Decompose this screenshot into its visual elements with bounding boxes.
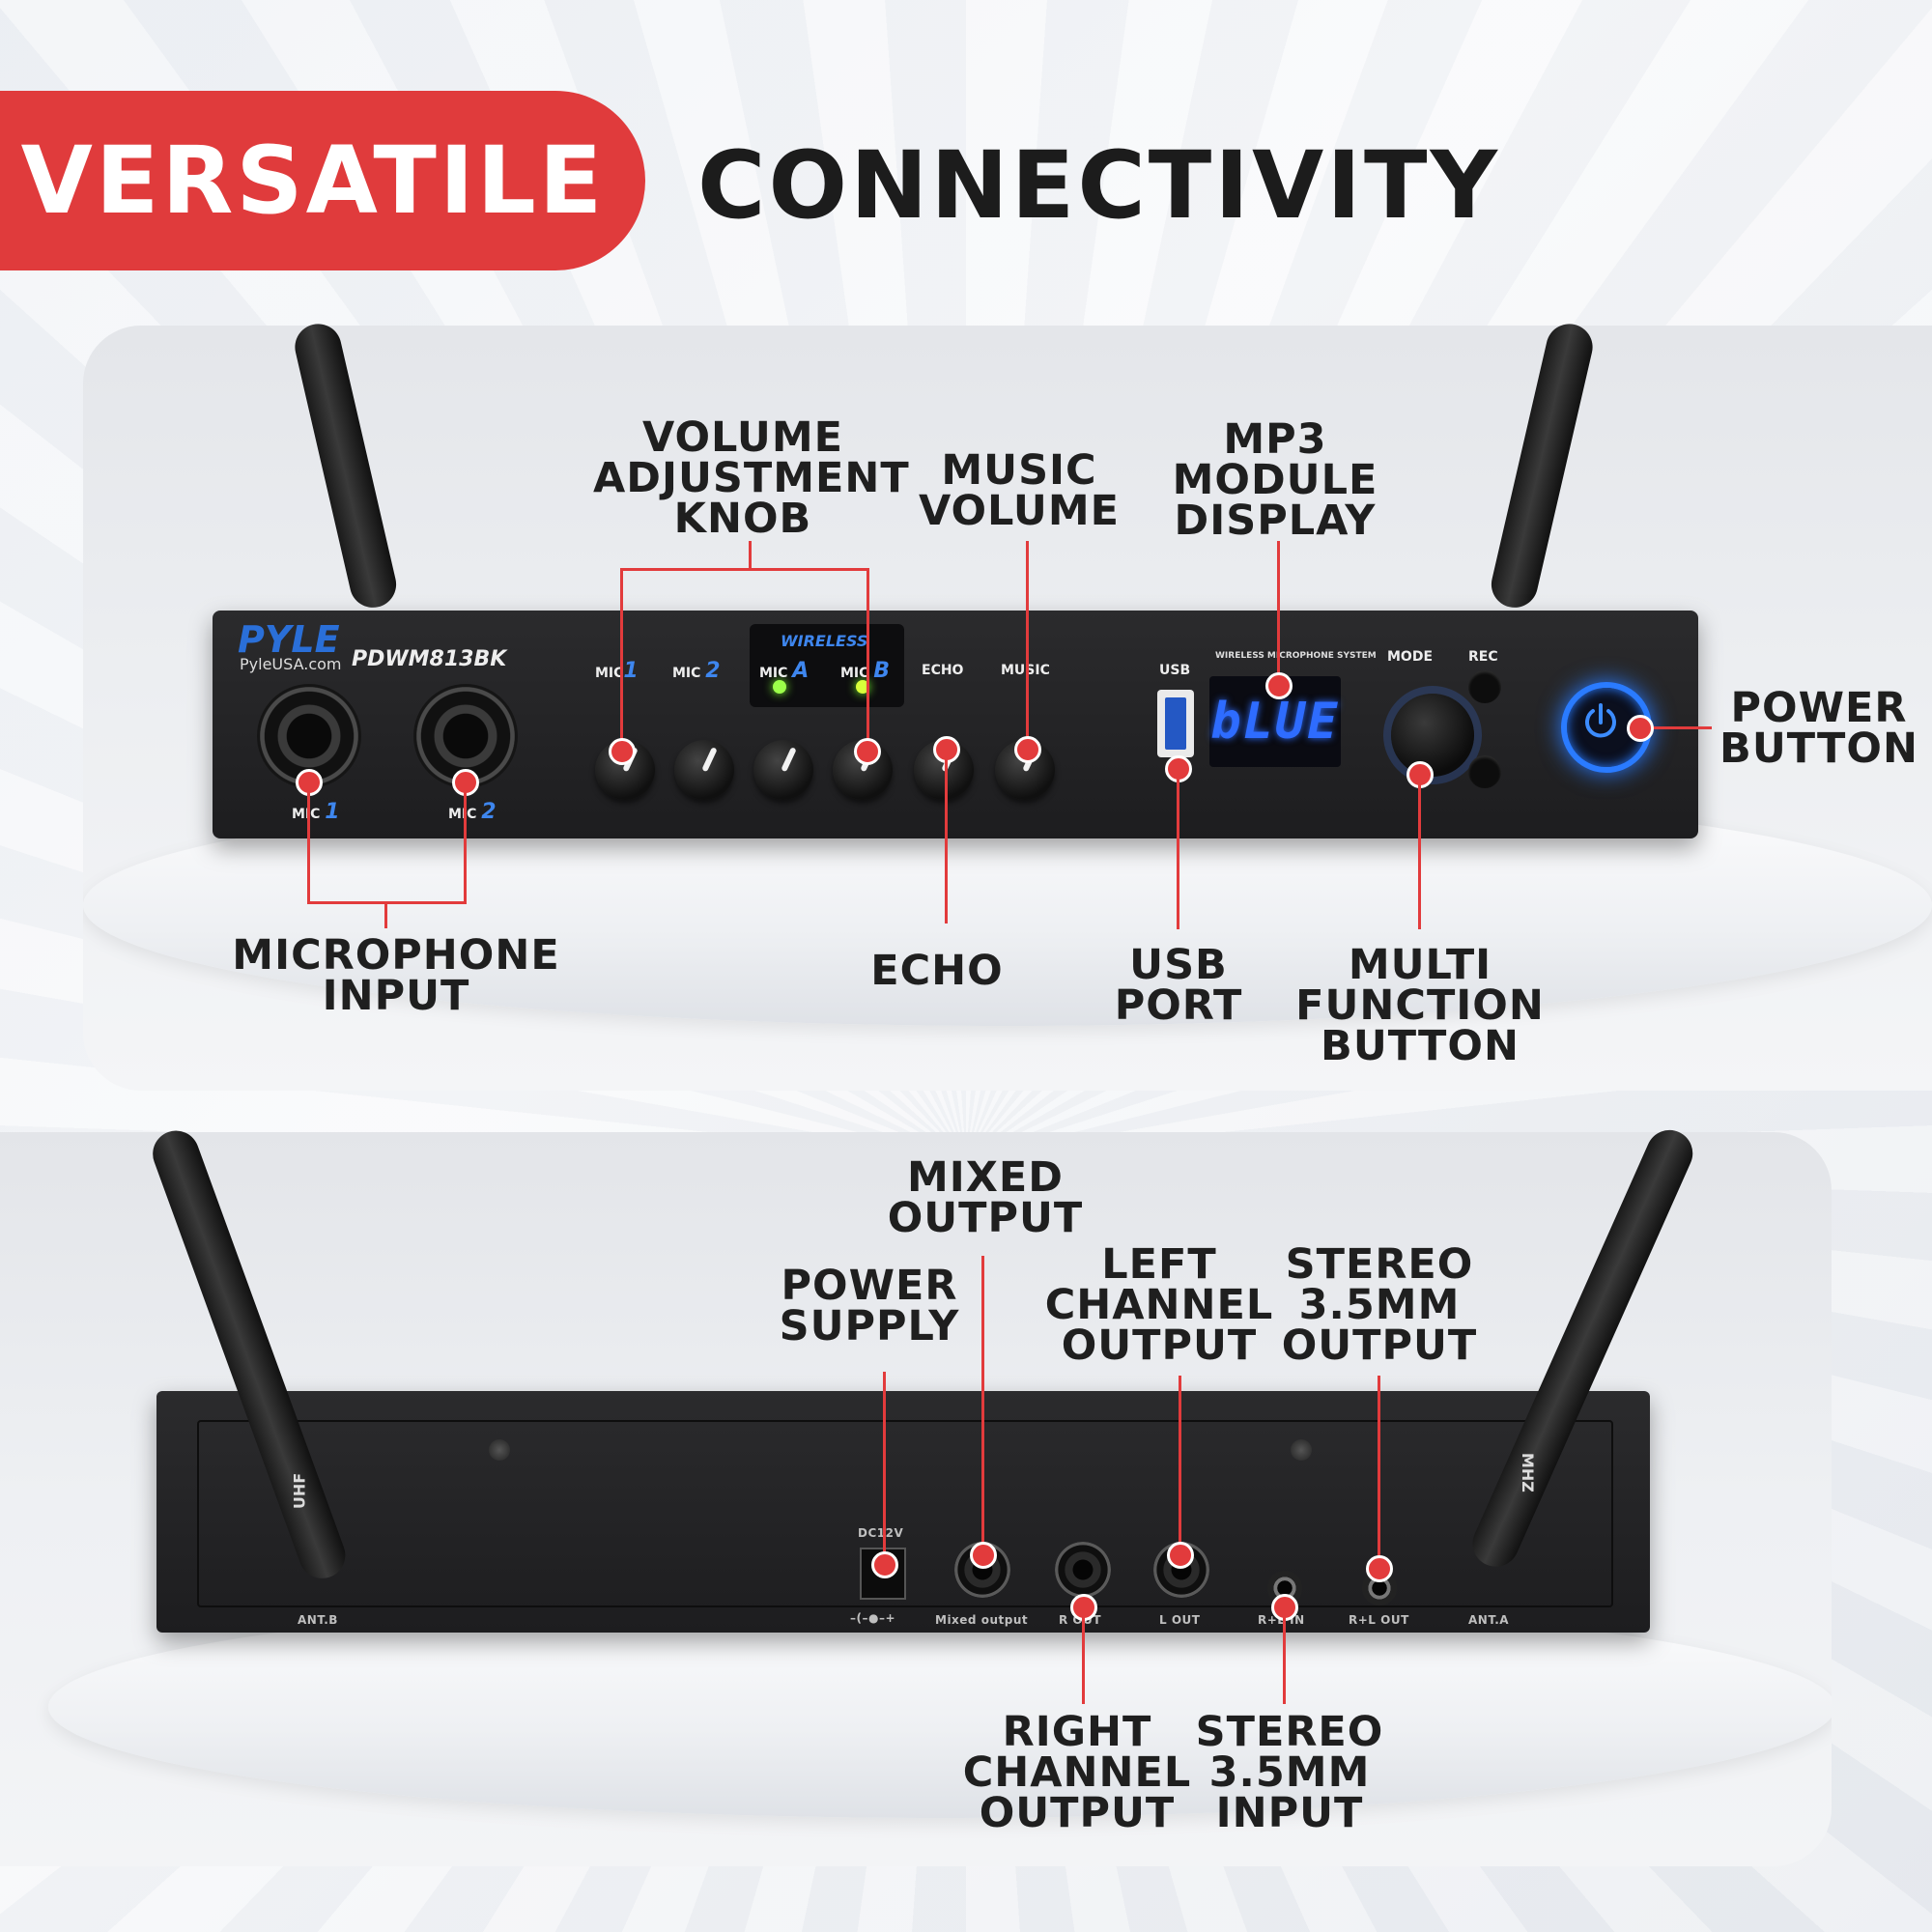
usb-label: USB <box>1159 663 1191 678</box>
callout-microphone-input: MICROPHONE INPUT <box>232 931 560 1020</box>
knob-label-echo: ECHO <box>922 663 964 678</box>
leader-left <box>1179 1376 1181 1559</box>
leader-music <box>1026 541 1029 748</box>
pedestal-disc-rear <box>48 1596 1832 1818</box>
callout-multi-function: MULTI FUNCTION BUTTON <box>1295 941 1545 1070</box>
leader-volume-right <box>867 568 869 752</box>
callout-mixed-output: MIXED OUTPUT <box>887 1153 1084 1242</box>
callout-left-channel: LEFT CHANNEL OUTPUT <box>1044 1240 1274 1370</box>
rl-out-label: R+L OUT <box>1349 1613 1409 1627</box>
leader-power-supply <box>883 1372 886 1565</box>
leader-echo <box>945 750 948 923</box>
mixed-output-label: Mixed output <box>935 1613 1029 1627</box>
leader-volume-left <box>620 568 623 752</box>
knob-label-mic2: MIC 2 <box>672 659 721 683</box>
callout-dot-mic1-knob <box>609 738 636 765</box>
display-caption: WIRELESS MICROPHONE SYSTEM <box>1215 651 1377 661</box>
wireless-label: WIRELESS <box>781 632 868 650</box>
callout-volume-knob: VOLUME ADJUSTMENT KNOB <box>593 413 910 543</box>
mic1-jack-label: MIC 1 <box>292 800 340 824</box>
receiver-rear: DC12V –(–●–+ Mixed output R OUT L OUT R+… <box>156 1391 1650 1633</box>
headline: VERSATILE CONNECTIVITY <box>0 91 1835 270</box>
brand-website: PyleUSA.com <box>240 655 342 673</box>
rear-screw-right <box>1291 1439 1312 1461</box>
knob-label-mica: MIC A <box>759 659 810 683</box>
wireless-indicator-box: WIRELESS <box>750 624 904 707</box>
rear-bezel <box>197 1420 1613 1607</box>
callout-dot-music <box>1014 736 1041 763</box>
headline-rest: CONNECTIVITY <box>697 131 1500 240</box>
leader-multi <box>1418 775 1421 929</box>
callout-dot-micb-knob <box>854 738 881 765</box>
headline-highlight: VERSATILE <box>20 127 606 235</box>
callout-dot-stereo-out <box>1366 1555 1393 1582</box>
rec-label: REC <box>1468 649 1498 665</box>
mic2-volume-knob[interactable] <box>674 740 734 800</box>
power-icon <box>1585 703 1616 738</box>
callout-mp3-display: MP3 MODULE DISPLAY <box>1172 415 1378 545</box>
headline-highlight-pill: VERSATILE <box>0 91 645 270</box>
leader-stereo-in <box>1283 1607 1286 1704</box>
callout-right-channel: RIGHT CHANNEL OUTPUT <box>962 1708 1192 1837</box>
leader-mixed <box>981 1256 984 1546</box>
receiver-front: PYLE PyleUSA.com PDWM813BK MIC 1 MIC 2 W… <box>213 611 1698 838</box>
leader-right <box>1082 1607 1085 1704</box>
bluetooth-button[interactable] <box>1468 755 1501 788</box>
callout-stereo-out: STEREO 3.5MM OUTPUT <box>1281 1240 1478 1370</box>
callout-power-button: POWER BUTTON <box>1719 684 1918 773</box>
leader-power <box>1638 726 1712 729</box>
mic-a-led <box>773 680 786 694</box>
knob-label-music: MUSIC <box>1001 663 1050 678</box>
callout-usb-port: USB PORT <box>1114 941 1243 1030</box>
callout-dot-left <box>1167 1542 1194 1569</box>
l-out-label: L OUT <box>1159 1613 1201 1627</box>
brand-logo: PYLE <box>238 618 340 661</box>
mic2-jack-label: MIC 2 <box>448 800 497 824</box>
mica-volume-knob[interactable] <box>753 740 813 800</box>
leader-mic-right <box>464 782 467 904</box>
multi-function-knob[interactable] <box>1391 694 1474 777</box>
mode-label: MODE <box>1387 649 1434 665</box>
callout-power-supply: POWER SUPPLY <box>779 1262 960 1350</box>
rear-screw-left <box>489 1439 510 1461</box>
callout-dot-power <box>1627 715 1654 742</box>
r-out-jack[interactable] <box>1055 1542 1111 1598</box>
callout-dot-power-supply <box>871 1551 898 1578</box>
leader-volume-stem <box>749 541 752 570</box>
model-number: PDWM813BK <box>352 647 507 671</box>
knob-label-mic1: MIC1 <box>595 659 639 683</box>
mic-b-led <box>856 680 869 694</box>
dc-label: DC12V <box>858 1526 904 1540</box>
ant-a-label: ANT.A <box>1468 1613 1510 1627</box>
knob-label-micb: MIC B <box>840 659 891 683</box>
callout-stereo-in: STEREO 3.5MM INPUT <box>1195 1708 1384 1837</box>
dc-polarity: –(–●–+ <box>850 1611 896 1625</box>
callout-dot-display <box>1265 672 1293 699</box>
uhf-label-right: MHZ <box>1519 1452 1538 1492</box>
callout-music-volume: MUSIC VOLUME <box>918 446 1121 535</box>
leader-usb <box>1177 769 1179 929</box>
uhf-label-left: UHF <box>290 1472 309 1510</box>
rec-button[interactable] <box>1468 670 1501 703</box>
callout-echo: ECHO <box>870 947 1004 995</box>
leader-volume-bar <box>620 568 869 571</box>
leader-mic-stem <box>384 901 387 928</box>
usb-port[interactable] <box>1157 690 1194 757</box>
leader-mic-left <box>307 782 310 904</box>
ant-b-label: ANT.B <box>298 1613 338 1627</box>
callout-dot-mixed <box>970 1542 997 1569</box>
leader-display <box>1277 541 1280 686</box>
leader-stereo-out <box>1378 1376 1380 1569</box>
